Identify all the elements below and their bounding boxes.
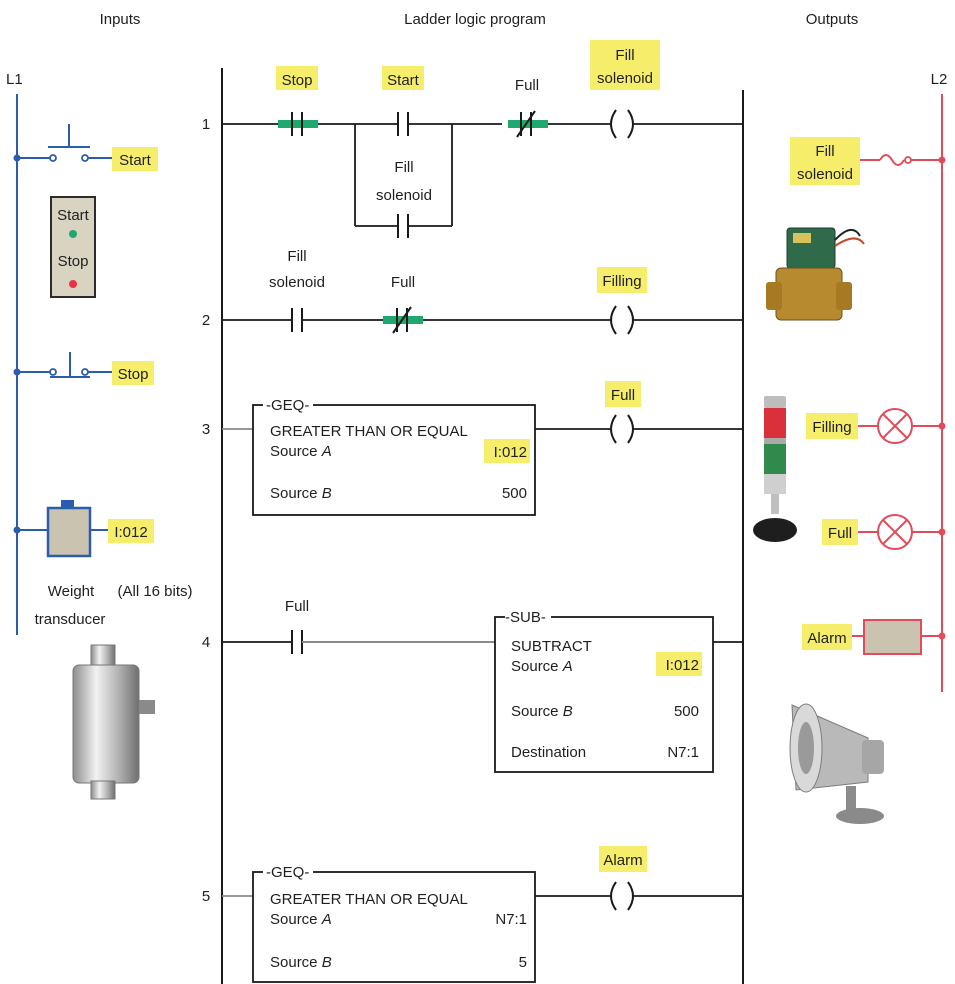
horn-speaker-image — [789, 703, 884, 824]
sub-block: -SUB- SUBTRACT Source A I:012 Source B 5… — [494, 609, 714, 773]
block-mnemonic: -GEQ- — [266, 864, 309, 881]
rung-1: 1 Stop Start Fill solenoid — [202, 40, 743, 238]
program-header: Ladder logic program — [404, 11, 546, 28]
branch-label-line2: solenoid — [376, 187, 432, 204]
start-pushbutton-input: Start — [13, 124, 158, 171]
geq-block: -GEQ- GREATER THAN OR EQUAL Source A I:0… — [252, 397, 536, 516]
fill-solenoid-seal-in-contact — [397, 214, 409, 238]
contact-label: Full — [285, 598, 309, 615]
rung-number: 4 — [202, 634, 210, 651]
inputs-header: Inputs — [100, 11, 141, 28]
transducer-bits-label: (All 16 bits) — [117, 583, 192, 600]
analog-input-address: I:012 — [114, 524, 147, 541]
rung-2: 2 Fill solenoid Full Filling — [202, 248, 743, 335]
start-contact — [397, 112, 409, 136]
solenoid-valve-image — [766, 227, 865, 321]
coil-label-line1: Fill — [615, 47, 634, 64]
rung-4: 4 Full -SUB- SUBTRACT Source A I:012 Sou… — [202, 598, 743, 773]
alarm-coil — [610, 881, 634, 911]
coil-label: Filling — [602, 273, 641, 290]
source-b-value: 500 — [502, 485, 527, 502]
rung-number: 1 — [202, 116, 210, 133]
source-b-label: Source B — [270, 485, 332, 502]
block-title: GREATER THAN OR EQUAL — [270, 891, 468, 908]
horn-device-icon — [863, 619, 922, 655]
output-label: Alarm — [807, 630, 846, 647]
filling-lamp-output: Filling — [806, 408, 946, 444]
transducer-label-line2: transducer — [35, 611, 106, 628]
destination-label: Destination — [511, 744, 586, 761]
weight-transducer-input: I:012 Weight transducer (All 16 bits) — [13, 500, 193, 628]
coil-label: Full — [611, 387, 635, 404]
filling-coil — [610, 305, 634, 335]
l1-rail-label: L1 — [6, 71, 23, 88]
rung-number: 5 — [202, 888, 210, 905]
rung-3: 3 -GEQ- GREATER THAN OR EQUAL Source A I… — [202, 381, 743, 516]
contact-label: Full — [515, 77, 539, 94]
output-label: Full — [828, 525, 852, 542]
source-a-label: Source A — [270, 911, 332, 928]
coil-label-line2: solenoid — [597, 70, 653, 87]
full-contact — [291, 630, 303, 654]
fill-solenoid-contact — [291, 308, 303, 332]
transducer-label-line1: Weight — [48, 583, 95, 600]
source-a-value: I:012 — [494, 444, 527, 461]
destination-value: N7:1 — [667, 744, 699, 761]
coil-label: Alarm — [603, 852, 642, 869]
source-b-label: Source B — [511, 703, 573, 720]
alarm-output: Alarm — [802, 619, 946, 655]
rung-5: 5 -GEQ- GREATER THAN OR EQUAL Source A N… — [202, 846, 743, 983]
branch-label-line1: Fill — [394, 159, 413, 176]
source-b-value: 500 — [674, 703, 699, 720]
full-nc-contact — [508, 110, 548, 138]
start-indicator-icon — [69, 230, 77, 238]
block-title: GREATER THAN OR EQUAL — [270, 423, 468, 440]
stop-indicator-icon — [69, 280, 77, 288]
contact-label: Stop — [282, 72, 313, 89]
load-cell-image — [72, 644, 155, 800]
block-mnemonic: -GEQ- — [266, 397, 309, 414]
source-a-value: N7:1 — [495, 911, 527, 928]
contact-label-line2: solenoid — [269, 274, 325, 291]
source-a-label: Source A — [511, 658, 573, 675]
l2-rail-label: L2 — [931, 71, 948, 88]
source-b-value: 5 — [519, 954, 527, 971]
stop-input-label: Stop — [118, 366, 149, 383]
fill-solenoid-coil — [610, 109, 634, 139]
geq-block: -GEQ- GREATER THAN OR EQUAL Source A N7:… — [252, 864, 536, 983]
outputs-header: Outputs — [806, 11, 859, 28]
stop-contact — [278, 112, 318, 136]
full-coil — [610, 414, 634, 444]
full-lamp-output: Full — [822, 514, 946, 550]
stop-pushbutton-input: Stop — [13, 352, 154, 385]
source-a-label: Source A — [270, 443, 332, 460]
panel-start-label: Start — [57, 207, 90, 224]
output-label-line1: Fill — [815, 143, 834, 160]
start-input-label: Start — [119, 152, 152, 169]
fill-solenoid-output: Fill solenoid — [790, 137, 946, 185]
start-stop-panel: Start Stop — [50, 196, 96, 298]
full-nc-contact — [383, 306, 423, 334]
stack-light-image — [753, 396, 797, 542]
source-b-label: Source B — [270, 954, 332, 971]
output-label: Filling — [812, 419, 851, 436]
block-title: SUBTRACT — [511, 638, 592, 655]
source-a-value: I:012 — [666, 657, 699, 674]
rung-number: 2 — [202, 312, 210, 329]
panel-stop-label: Stop — [58, 253, 89, 270]
contact-label-line1: Fill — [287, 248, 306, 265]
contact-label: Full — [391, 274, 415, 291]
contact-label: Start — [387, 72, 420, 89]
block-mnemonic: -SUB- — [505, 609, 546, 626]
rung-number: 3 — [202, 421, 210, 438]
output-label-line2: solenoid — [797, 166, 853, 183]
